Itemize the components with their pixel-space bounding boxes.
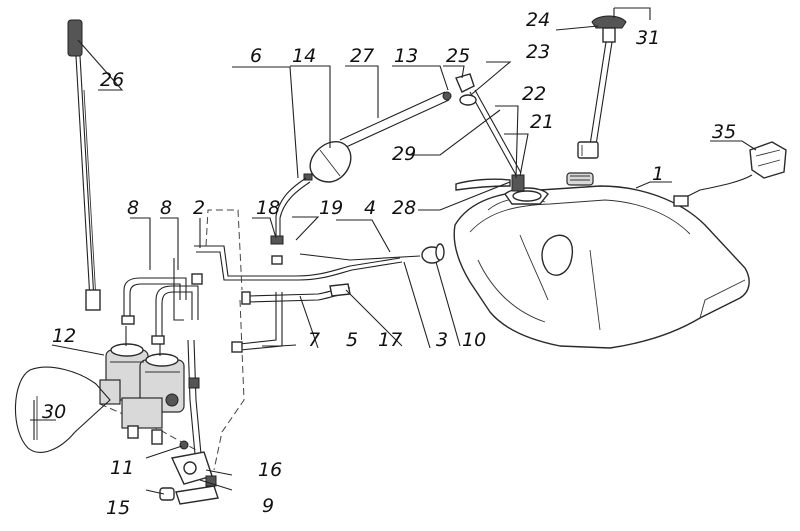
callout-5: 5 bbox=[346, 329, 358, 351]
callout-21: 21 bbox=[530, 111, 554, 133]
callout-18: 18 bbox=[256, 197, 280, 219]
callout-16: 16 bbox=[258, 459, 282, 481]
hose-network bbox=[99, 177, 445, 471]
callout-23: 23 bbox=[526, 41, 550, 63]
fuel-tap bbox=[455, 89, 525, 192]
callout-8-left: 8 bbox=[127, 197, 139, 219]
fuel-tank bbox=[453, 172, 750, 349]
callout-12: 12 bbox=[52, 325, 76, 347]
fuel-level-sender bbox=[577, 15, 627, 159]
callout-27: 27 bbox=[350, 45, 374, 67]
callout-10: 10 bbox=[462, 329, 486, 351]
vent-tube bbox=[339, 73, 477, 149]
callout-9: 9 bbox=[262, 495, 274, 517]
callout-labels: 1 2 3 4 5 6 7 8 8 9 10 11 12 13 14 15 16… bbox=[42, 9, 736, 519]
bottom-valve-assembly bbox=[159, 440, 219, 505]
callout-6: 6 bbox=[250, 45, 262, 67]
callout-15: 15 bbox=[106, 497, 130, 519]
callout-30: 30 bbox=[42, 401, 66, 423]
callout-3: 3 bbox=[436, 329, 448, 351]
callout-28: 28 bbox=[392, 197, 416, 219]
callout-26: 26 bbox=[100, 69, 124, 91]
callout-14: 14 bbox=[292, 45, 316, 67]
leader-lines bbox=[30, 7, 757, 495]
callout-17: 17 bbox=[378, 329, 402, 351]
fuel-filter bbox=[303, 140, 352, 183]
callout-25: 25 bbox=[446, 45, 470, 67]
callout-35: 35 bbox=[712, 121, 736, 143]
vent-rod bbox=[67, 19, 101, 311]
callout-1: 1 bbox=[652, 163, 664, 185]
callout-29: 29 bbox=[392, 143, 416, 165]
callout-24: 24 bbox=[526, 9, 550, 31]
callout-11: 11 bbox=[110, 457, 134, 479]
fuel-pump-sender bbox=[673, 141, 787, 207]
callout-8-right: 8 bbox=[160, 197, 172, 219]
carburetor-assembly bbox=[99, 326, 185, 445]
callout-22: 22 bbox=[522, 83, 546, 105]
callout-31: 31 bbox=[636, 27, 660, 49]
callout-13: 13 bbox=[394, 45, 418, 67]
callout-19: 19 bbox=[319, 197, 343, 219]
callout-7: 7 bbox=[308, 329, 320, 351]
callout-4: 4 bbox=[364, 197, 376, 219]
callout-2: 2 bbox=[193, 197, 205, 219]
